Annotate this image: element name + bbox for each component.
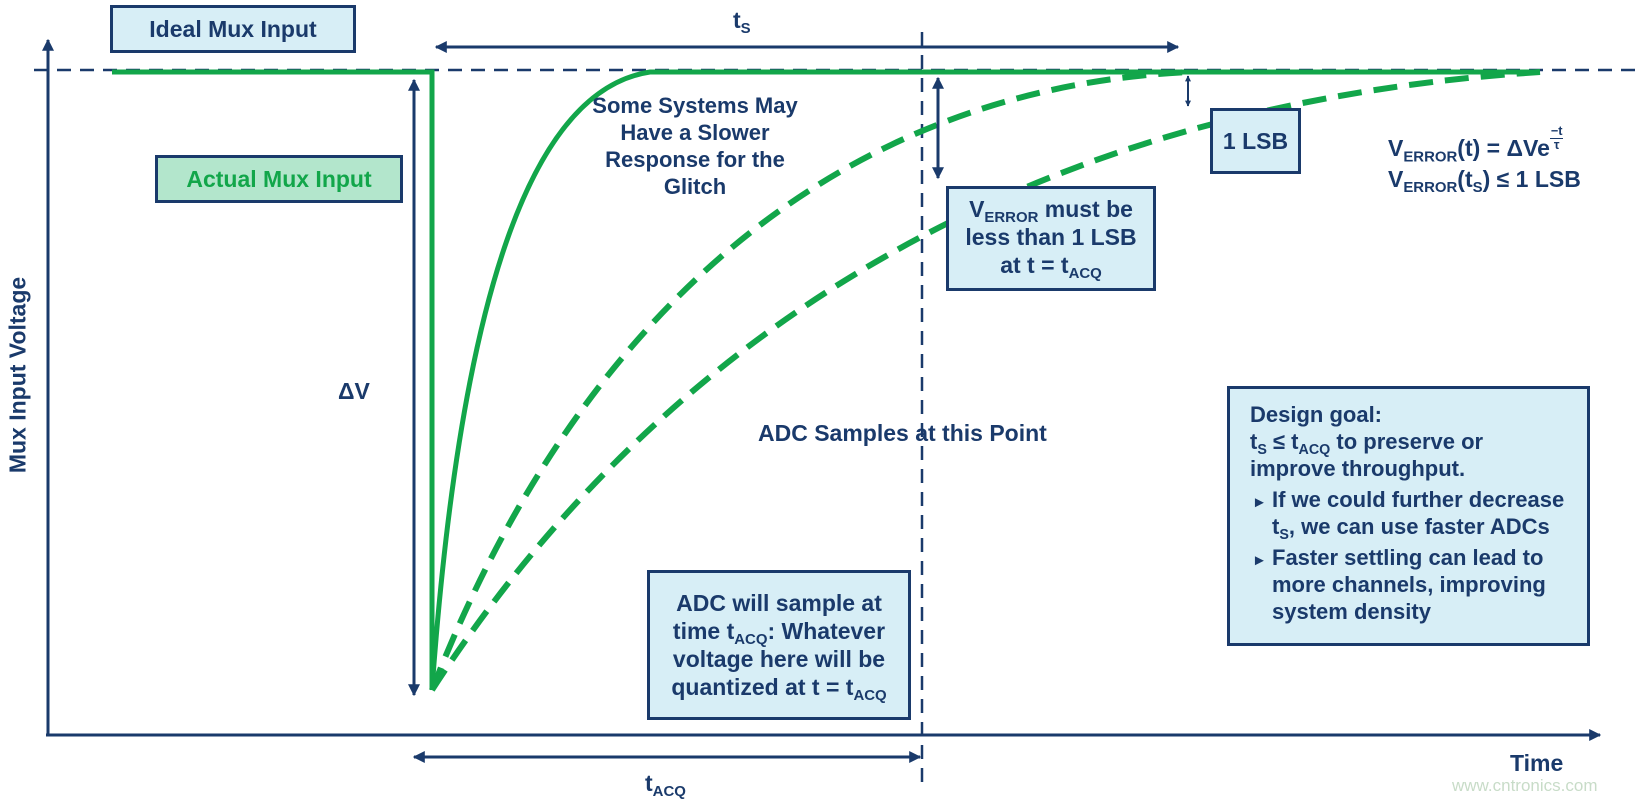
- actual-mux-input-label: Actual Mux Input: [186, 166, 372, 192]
- design-goal-box: Design goal: tS ≤ tACQ to preserve or im…: [1227, 386, 1590, 646]
- ideal-mux-input-box: Ideal Mux Input: [110, 5, 356, 53]
- actual-mux-input-box: Actual Mux Input: [155, 155, 403, 203]
- ideal-mux-input-label: Ideal Mux Input: [149, 16, 317, 42]
- verror-condition: VERROR(tS) ≤ 1 LSB: [1388, 166, 1581, 197]
- adc-sample-box: ADC will sample at time tACQ: Whatever v…: [647, 570, 911, 720]
- x-axis-title: Time: [1510, 750, 1564, 776]
- design-goal-bullets: ► If we could further decrease tS, we ca…: [1250, 486, 1577, 625]
- one-lsb-box: 1 LSB: [1210, 108, 1301, 174]
- delta-v-label: ΔV: [338, 378, 370, 404]
- one-lsb-label: 1 LSB: [1222, 128, 1289, 154]
- bullet-triangle-icon: ►: [1252, 494, 1267, 511]
- design-goal-bullet-2: ► Faster settling can lead to more chann…: [1252, 545, 1546, 624]
- adc-samples-label: ADC Samples at this Point: [758, 420, 1047, 446]
- verror-box: VERROR must be less than 1 LSB at t = tA…: [946, 186, 1156, 291]
- design-goal-title: Design goal:: [1250, 402, 1383, 427]
- actual-input-curve: [112, 69, 1540, 691]
- tacq-label: tACQ: [645, 770, 686, 801]
- slower-response-note: Some Systems May Have a Slower Response …: [592, 93, 798, 199]
- slower-response-curve-1: [429, 69, 1191, 692]
- y-axis-title: Mux Input Voltage: [4, 276, 31, 474]
- slower-response-curve-2: [429, 69, 1541, 692]
- ts-label: tS: [733, 7, 751, 38]
- design-goal-bullet-1: ► If we could further decrease tS, we ca…: [1252, 487, 1565, 543]
- bullet-triangle-icon: ►: [1252, 552, 1267, 569]
- watermark: www.cntronics.com: [1452, 776, 1598, 795]
